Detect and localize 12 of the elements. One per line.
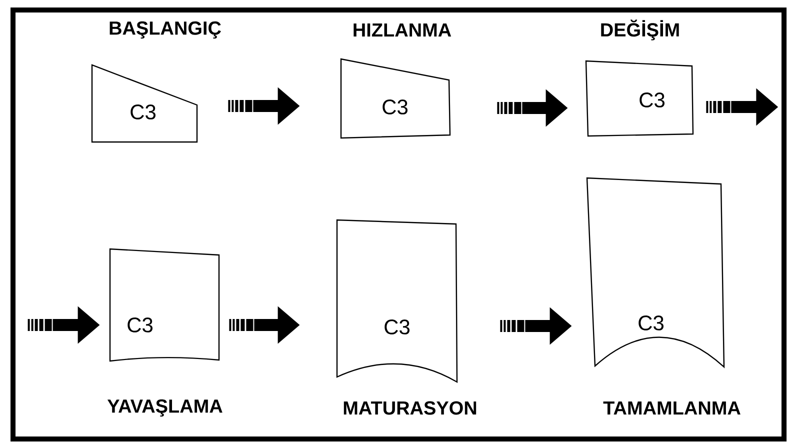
stage-label: HIZLANMA (354, 23, 452, 37)
shape-box: C3 (340, 58, 451, 139)
shape-box: C3 (109, 248, 220, 362)
stage-label: YAVAŞLAMA (107, 399, 222, 417)
shape-box: C3 (586, 177, 725, 368)
stage-label: DEĞİŞİM (601, 20, 679, 40)
stage-label: BAŞLANGIÇ (110, 21, 221, 39)
shape-box: C3 (336, 219, 458, 383)
shape-box: C3 (91, 64, 198, 143)
shape-box: C3 (585, 60, 694, 137)
stage-label: TAMAMLANMA (603, 401, 740, 415)
stage-label: MATURASYON (344, 401, 476, 415)
